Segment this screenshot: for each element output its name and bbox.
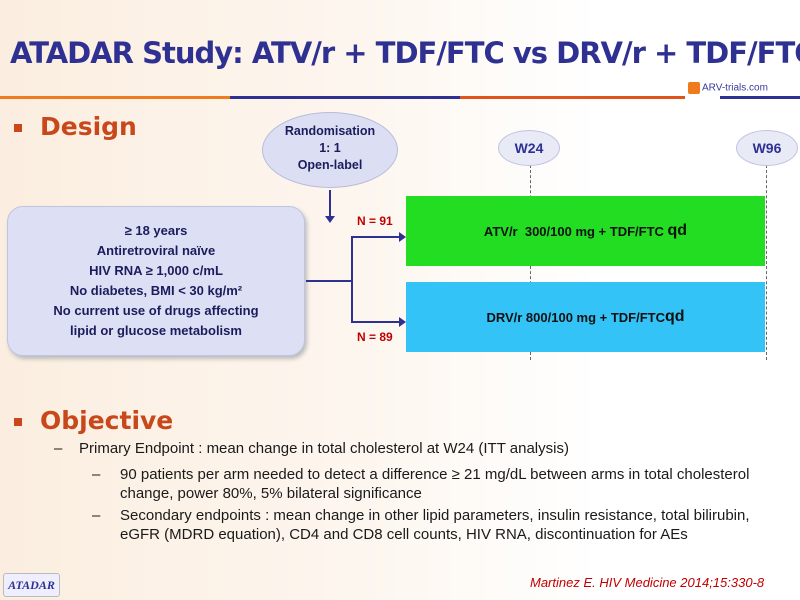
arrow-down-icon [325,216,335,223]
reference: Martinez E. HIV Medicine 2014;15:330-8 [530,575,765,590]
randomisation-bubble: Randomisation 1: 1 Open-label [262,112,398,188]
connector [351,236,353,322]
arm2-n: N = 89 [357,330,393,344]
criterion: ≥ 18 years [124,223,188,238]
connector [351,236,401,238]
divider [0,96,230,99]
design-heading: Design [14,112,137,141]
logo-icon [688,82,700,94]
arrow-line [329,190,331,218]
sub-bullet: –Secondary endpoints : mean change in ot… [92,506,772,544]
arrow-right-icon [399,317,406,327]
arm-qd: qd [665,308,685,325]
objective-heading: Objective [14,406,173,435]
week-label-w96: W96 [736,130,798,166]
bullet-icon [14,418,22,426]
sub-text: Secondary endpoints : mean change in oth… [120,507,750,543]
arm1-n: N = 91 [357,214,393,228]
arm-label: DRV/r 800/100 mg + TDF/FTC [486,309,666,325]
design-heading-text: Design [40,112,137,141]
arm-qd: qd [667,222,688,239]
arm-atv: ATV/r 300/100 mg + TDF/FTC qd [406,196,765,266]
bullet-icon [14,124,22,132]
inclusion-criteria-box: ≥ 18 years Antiretroviral naïve HIV RNA … [7,206,305,356]
atadar-badge: ATADAR [3,573,60,597]
divider [460,96,685,99]
sub-text: 90 patients per arm needed to detect a d… [120,466,750,502]
divider [230,96,460,99]
sub-bullet: –90 patients per arm needed to detect a … [92,465,772,503]
criterion: No current use of drugs affecting [53,303,259,318]
rand-line: 1: 1 [319,141,341,155]
week-label-w24: W24 [498,130,560,166]
logo-text: ARV-trials.com [702,82,768,94]
divider [720,96,800,99]
w96-line [766,165,767,360]
connector [306,280,352,282]
primary-endpoint: – Primary Endpoint : mean change in tota… [54,440,569,457]
slide-title: ATADAR Study: ATV/r + TDF/FTC vs DRV/r +… [10,36,800,70]
rand-line: Randomisation [284,124,376,138]
primary-text: Primary Endpoint : mean change in total … [79,440,569,457]
rand-line: Open-label [297,158,363,172]
connector [351,321,401,323]
criterion: lipid or glucose metabolism [70,323,242,338]
arrow-right-icon [399,232,406,242]
arm-label: ATV/r 300/100 mg + TDF/FTC [483,223,668,239]
criterion: Antiretroviral naïve [96,243,216,258]
objective-heading-text: Objective [40,406,174,435]
criterion: No diabetes, BMI < 30 kg/m² [69,283,243,298]
arv-trials-logo: ARV-trials.com [688,82,768,94]
criterion: HIV RNA ≥ 1,000 c/mL [89,263,223,278]
